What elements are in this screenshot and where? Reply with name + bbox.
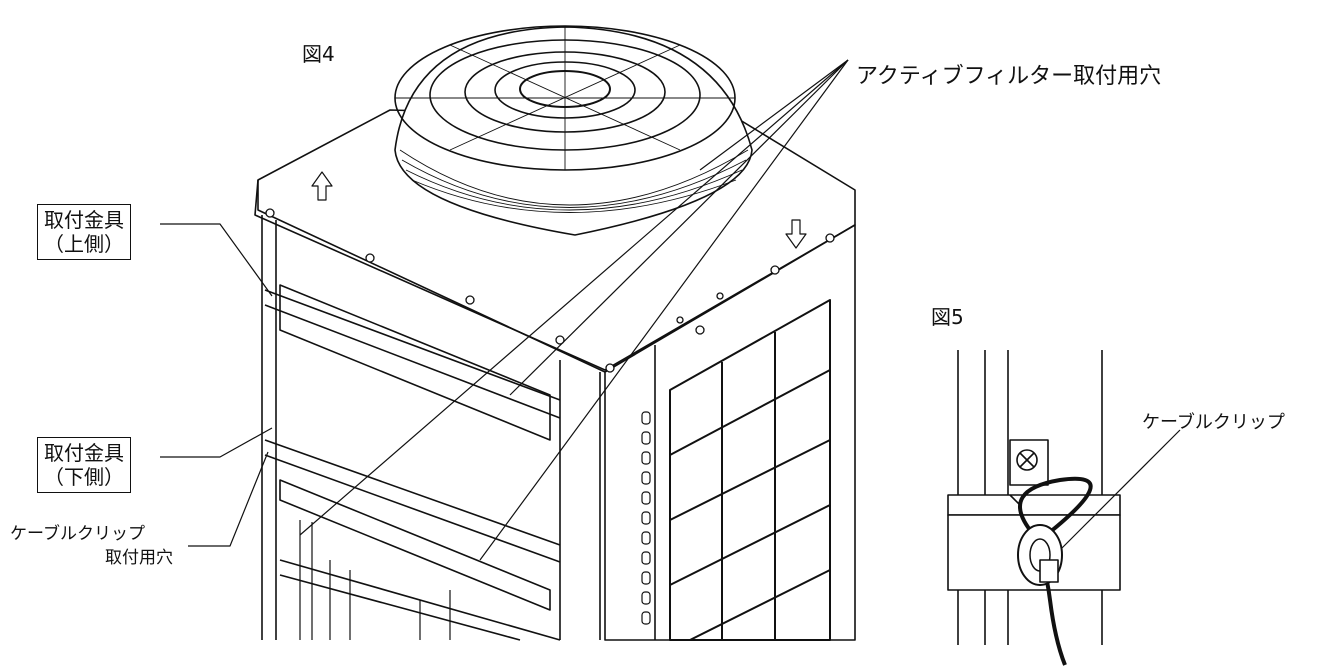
fan-guard-drawing: [394, 25, 753, 236]
cable-clip-holes-label-line1: ケーブルクリップ: [10, 524, 145, 544]
bracket-lower-label: 取付金具 （下側）: [37, 437, 131, 493]
figure4-title: 図4: [302, 42, 335, 66]
bracket-upper-line1: 取付金具: [44, 208, 124, 232]
cable-drawing: [1018, 476, 1093, 666]
unit-right-face: [604, 224, 856, 641]
side-guard-grid: [669, 299, 831, 641]
outdoor-unit-drawing: [254, 25, 856, 641]
figure5-title: 図5: [931, 305, 964, 329]
bracket-upper-line2: （上側）: [44, 232, 124, 256]
bracket-lower-line2: （下側）: [44, 465, 124, 489]
bracket-lower-drawing: [279, 479, 551, 611]
cable-clip-label: ケーブルクリップ: [1142, 412, 1285, 433]
cable-clip-detail-drawing: [947, 350, 1181, 666]
airflow-arrow-down: [785, 219, 807, 249]
bracket-lower-line1: 取付金具: [44, 441, 124, 465]
airflow-arrow-up: [311, 171, 333, 201]
active-filter-holes-label: アクティブフィルター取付用穴: [856, 64, 1162, 89]
bracket-upper-drawing: [279, 284, 551, 441]
bracket-upper-label: 取付金具 （上側）: [37, 204, 131, 260]
cable-clip-holes-label-line2: 取付用穴: [105, 548, 173, 568]
leader-lines: [160, 59, 849, 561]
